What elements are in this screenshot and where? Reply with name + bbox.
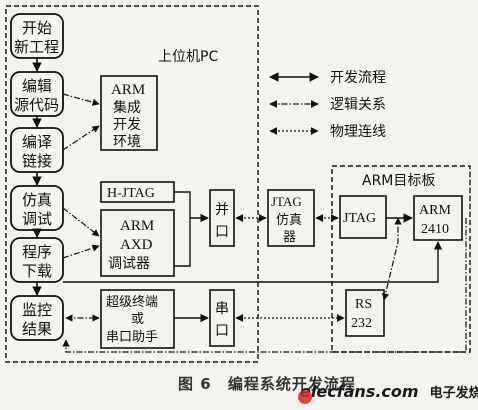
svg-text:口: 口 [215, 224, 229, 240]
flow-step-compile-link: 编译 链接 [10, 127, 64, 173]
host-parallel-bracket [174, 191, 191, 267]
svg-text:口: 口 [215, 323, 229, 339]
svg-text:或: 或 [131, 312, 144, 327]
svg-text:下载: 下载 [22, 262, 52, 280]
monitor-return-path [62, 218, 467, 353]
svg-text:串: 串 [215, 301, 229, 317]
svg-text:ARM: ARM [120, 218, 154, 234]
flow-step-edit-source: 编辑 源代码 [10, 71, 64, 117]
watermark-logo-icon [298, 390, 312, 404]
svg-text:开发: 开发 [113, 117, 141, 133]
figure-title: 编程系统开发流程 [227, 375, 356, 393]
logic-links-ide [62, 93, 100, 151]
flow-step-monitor-result: 监控 结果 [10, 295, 64, 341]
svg-text:仿真: 仿真 [22, 191, 52, 209]
watermark: elecfans.com 电子发烧友 [298, 382, 478, 410]
terminal-box: 超级终端 或 串口助手 [100, 289, 175, 349]
rs232-arm-logic-link [382, 217, 402, 301]
svg-text:编译: 编译 [22, 133, 52, 151]
svg-text:新工程: 新工程 [14, 38, 59, 56]
serial-port-box: 串 口 [209, 289, 235, 347]
flow-step-start-new-project: 开始 新工程 [10, 13, 64, 59]
arm-axd-debugger-box: ARM AXD 调试器 [100, 209, 175, 277]
svg-text:开始: 开始 [22, 19, 52, 37]
figure-caption: 图 6 编程系统开发流程 [178, 373, 378, 395]
target-board-label: ARM目标板 [362, 173, 435, 189]
svg-text:ARM: ARM [111, 82, 145, 98]
svg-text:232: 232 [351, 316, 372, 331]
svg-text:器: 器 [283, 230, 296, 245]
svg-text:链接: 链接 [22, 152, 52, 170]
svg-text:编辑: 编辑 [22, 77, 52, 95]
host-pc-label: 上位机PC [158, 49, 218, 65]
svg-text:结果: 结果 [22, 320, 52, 338]
svg-text:程序: 程序 [22, 243, 52, 261]
jtag-emulator-box: JTAG 仿真 器 [267, 189, 315, 247]
legend-solid-label: 开发流程 [330, 70, 386, 86]
parallel-port-box: 并 口 [209, 189, 235, 247]
svg-text:并: 并 [215, 202, 229, 218]
svg-text:监控: 监控 [22, 301, 52, 319]
target-jtag-box: JTAG [339, 195, 387, 239]
logic-links-axd [62, 207, 100, 259]
svg-text:H-JTAG: H-JTAG [107, 186, 155, 201]
svg-text:调试器: 调试器 [108, 256, 150, 272]
svg-text:串口助手: 串口助手 [106, 330, 158, 345]
watermark-text: 电子发烧友 [429, 386, 478, 401]
figure-number: 图 6 [178, 375, 212, 393]
svg-text:环境: 环境 [113, 134, 141, 150]
download-path [63, 241, 443, 283]
arm-ide-box: ARM 集成 开发 环境 [100, 75, 158, 151]
h-jtag-box: H-JTAG [100, 181, 175, 203]
legend-dashdot-label: 逻辑关系 [330, 97, 386, 113]
svg-text:AXD: AXD [120, 237, 153, 253]
svg-text:ARM: ARM [419, 203, 451, 218]
physical-links [235, 214, 345, 322]
svg-text:2410: 2410 [421, 222, 449, 237]
legend-dotted-label: 物理连线 [330, 124, 386, 140]
flow-step-simulate-debug: 仿真 调试 [10, 185, 64, 231]
svg-text:集成: 集成 [113, 99, 141, 116]
svg-text:源代码: 源代码 [14, 96, 59, 114]
svg-text:RS: RS [355, 297, 372, 312]
legend: 开发流程 逻辑关系 物理连线 [269, 70, 386, 140]
arm-2410-box: ARM 2410 [413, 195, 463, 241]
svg-text:JTAG: JTAG [271, 194, 302, 209]
watermark-domain: elecfans.com [300, 382, 419, 401]
svg-text:仿真: 仿真 [276, 213, 302, 228]
rs232-box: RS 232 [345, 289, 385, 337]
svg-text:调试: 调试 [22, 210, 52, 228]
svg-text:JTAG: JTAG [343, 211, 376, 226]
flow-step-program-download: 程序 下载 [10, 237, 64, 283]
svg-text:超级终端: 超级终端 [106, 294, 158, 310]
